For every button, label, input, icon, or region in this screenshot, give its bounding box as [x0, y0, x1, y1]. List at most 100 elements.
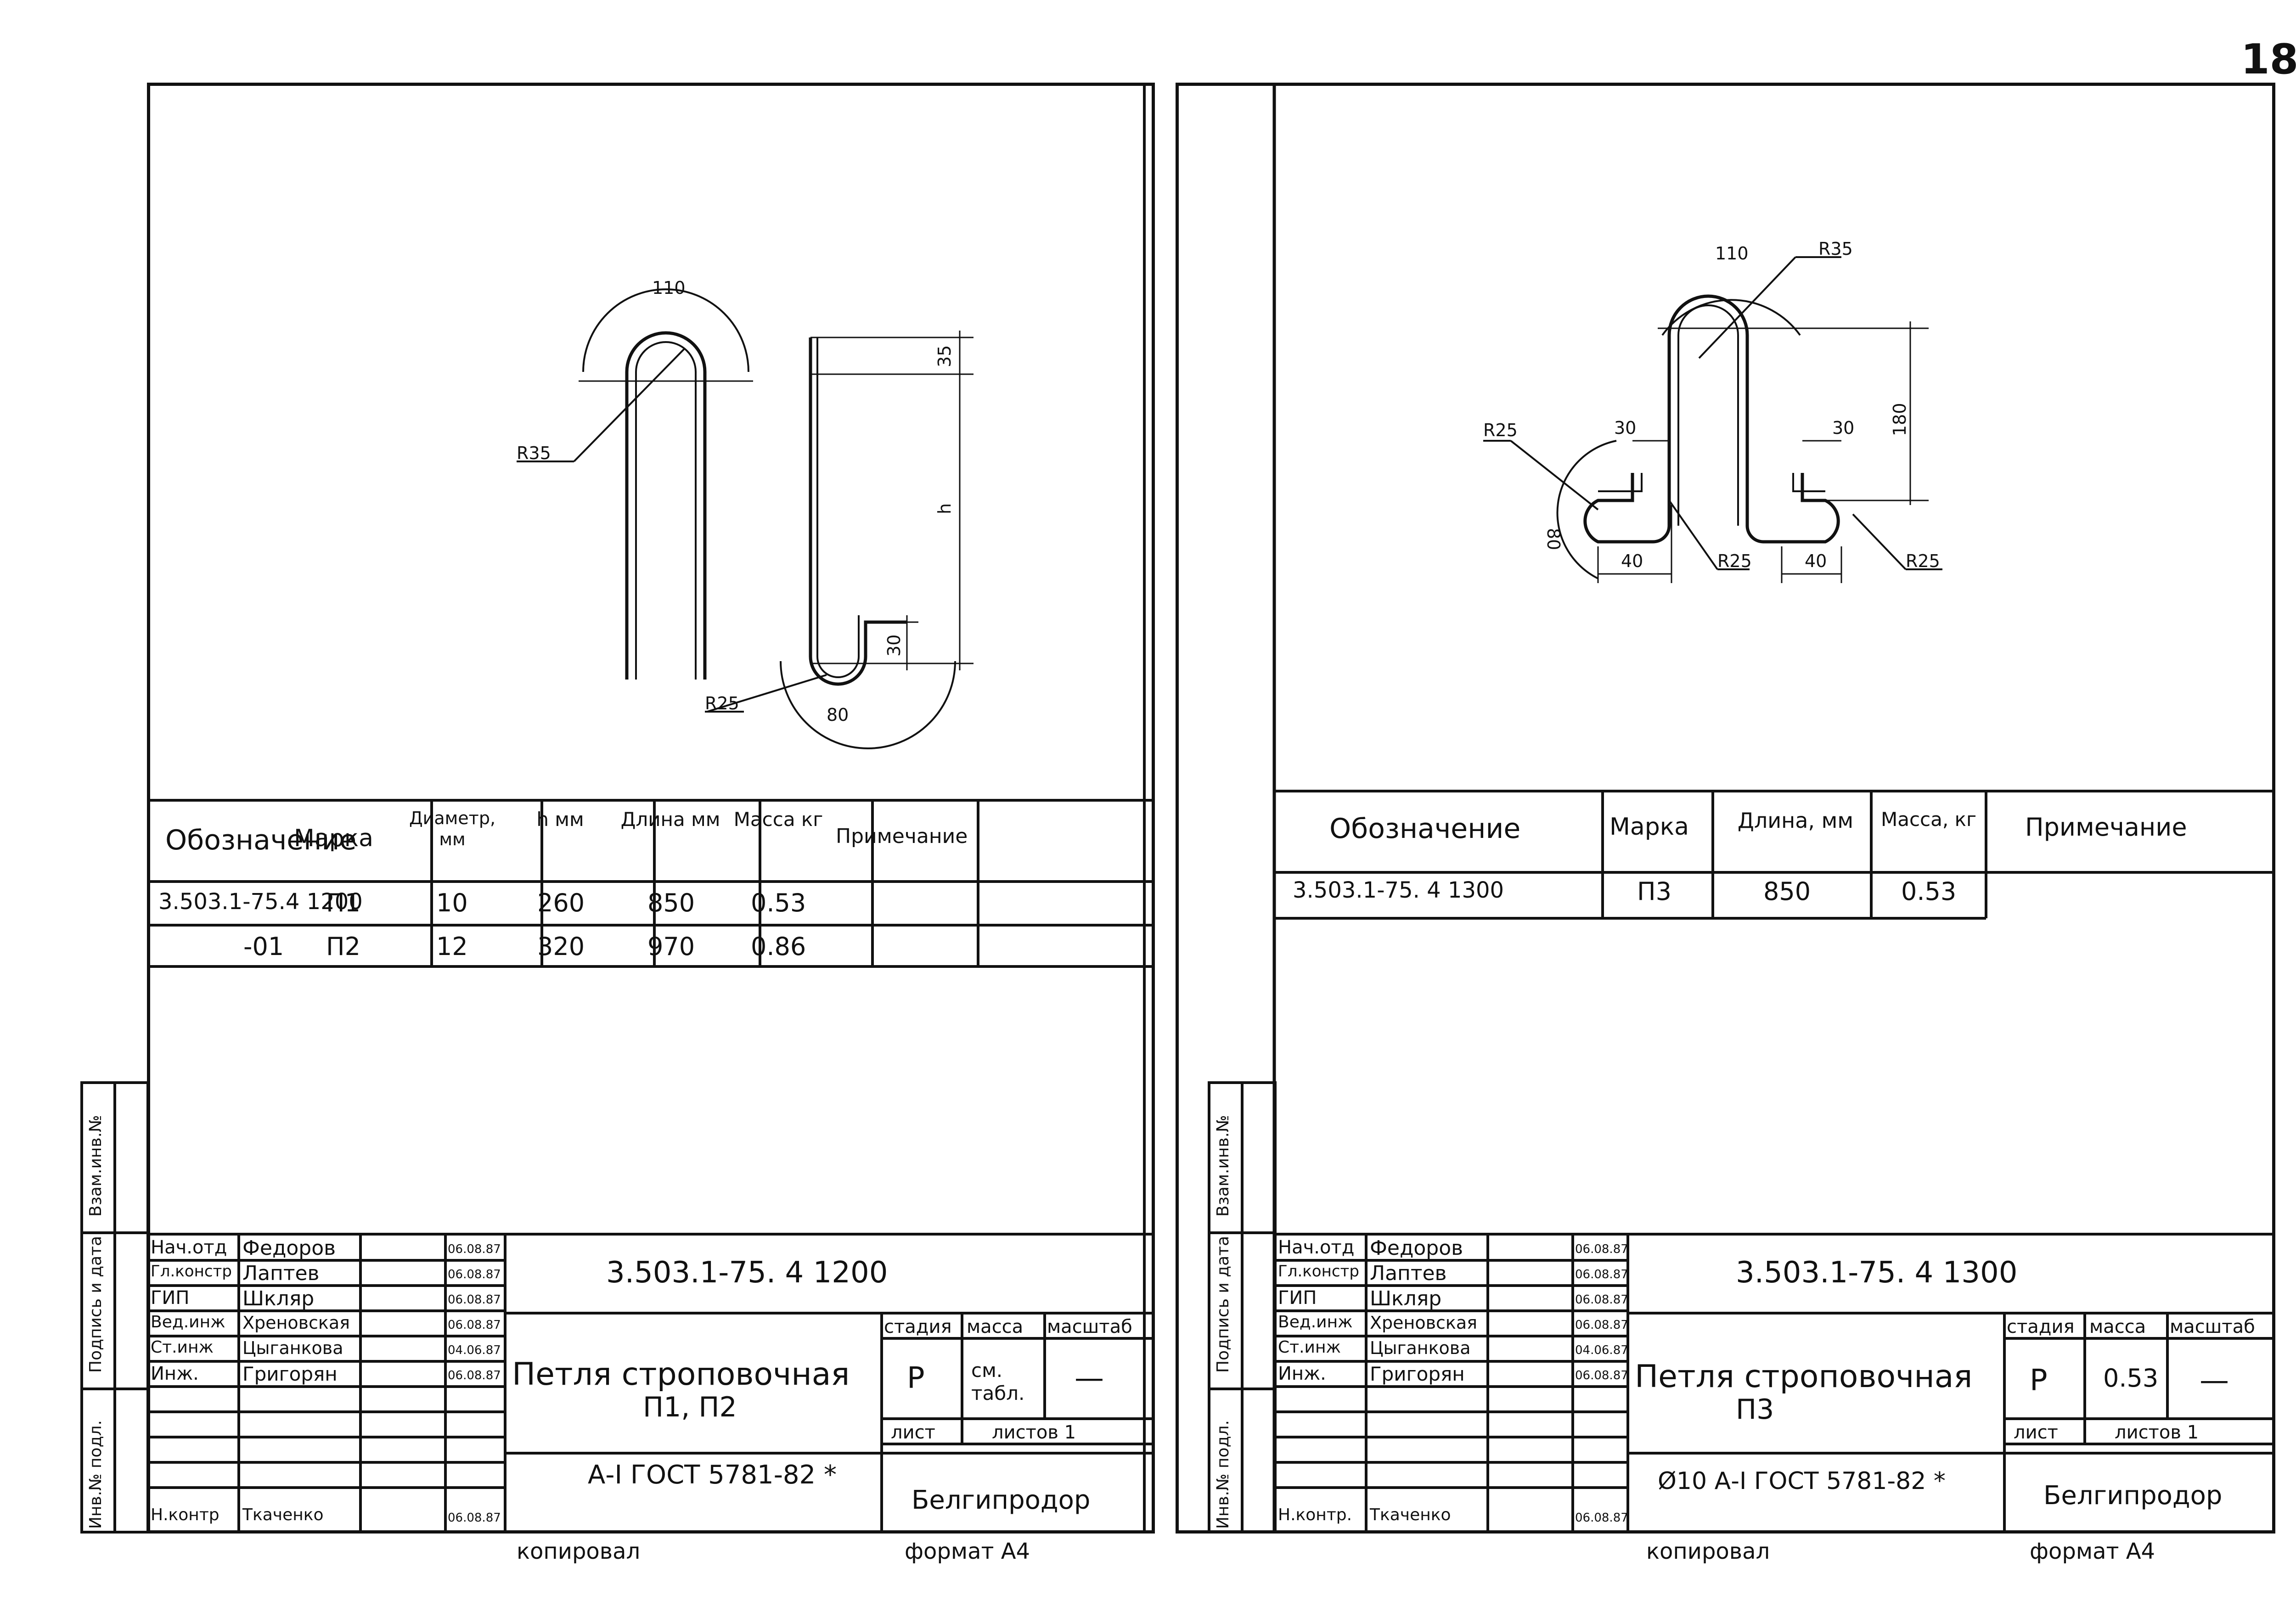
left-spec-row2-h: 320 [537, 932, 585, 961]
right-staff-name-4: Хреновская [1370, 1313, 1478, 1333]
left-spec-row1-h: 260 [537, 888, 585, 917]
left-spec-row2-mark: П2 [326, 932, 360, 961]
right-material: Ø10 А-I ГОСТ 5781-82 * [1658, 1467, 1946, 1495]
right-staff-date-2: 06.08.87 [1575, 1268, 1628, 1281]
left-spec-row1-length: 850 [647, 888, 695, 917]
left-sheets-header: листов 1 [992, 1422, 1076, 1443]
right-staff-name-7: Ткаченко [1370, 1506, 1451, 1524]
right-side-strip [1208, 1081, 1277, 1534]
right-mass-header: масса [2089, 1316, 2146, 1337]
right-scale-header: масштаб [2170, 1316, 2255, 1337]
right-side-label-inv: Инв.№ подл. [1214, 1420, 1232, 1529]
left-spec-row2-length: 970 [647, 932, 695, 961]
left-spec-header-h: h мм [536, 808, 584, 831]
left-spec-header-note: Примечание [836, 825, 968, 848]
right-spec-row1-length: 850 [1763, 877, 1811, 906]
right-spec-table [1274, 790, 2275, 921]
left-title-line1: Петля строповочная [512, 1356, 850, 1393]
right-sheets-header: листов 1 [2115, 1422, 2199, 1443]
left-side-label-inv: Инв.№ подл. [86, 1420, 105, 1529]
right-staff-role-6: Инж. [1278, 1363, 1326, 1384]
right-staff-role-3: ГИП [1278, 1287, 1317, 1309]
left-staff-role-2: Гл.констр [151, 1262, 232, 1281]
right-sheet-header: лист [2014, 1422, 2058, 1443]
right-spec-header-mass: Масса, кг [1880, 808, 1977, 831]
left-staff-name-6: Григорян [242, 1363, 338, 1385]
right-side-label-replace: Взам.инв.№ [1214, 1115, 1232, 1217]
left-scale-value: — [1075, 1361, 1104, 1395]
right-format: формат А4 [2030, 1539, 2155, 1564]
right-staff-date-5: 04.06.87 [1575, 1343, 1628, 1357]
left-staff-role-3: ГИП [151, 1287, 190, 1309]
left-title-block [147, 1233, 1155, 1534]
left-scale-header: масштаб [1047, 1316, 1132, 1337]
right-spec-row1-mark: П3 [1637, 877, 1671, 906]
right-staff-name-3: Шкляр [1370, 1287, 1442, 1310]
left-spec-header-diameter: Диаметр, мм [409, 808, 496, 849]
right-side-label-sign: Подпись и дата [1214, 1236, 1232, 1373]
right-spec-header-length: Длина, мм [1737, 808, 1854, 833]
left-material: А-I ГОСТ 5781-82 * [588, 1460, 837, 1490]
left-staff-date-1: 06.08.87 [448, 1242, 501, 1256]
right-spec-row1-mass: 0.53 [1901, 877, 1957, 906]
right-title-block [1274, 1233, 2275, 1534]
left-stage-header: стадия [884, 1316, 952, 1337]
left-staff-role-5: Ст.инж [151, 1338, 214, 1357]
right-spec-header-note: Примечание [2025, 813, 2187, 842]
left-staff-date-3: 06.08.87 [448, 1293, 501, 1307]
left-spec-row1-mark: П1 [326, 888, 360, 917]
right-staff-date-4: 06.08.87 [1575, 1318, 1628, 1332]
left-spec-table [147, 799, 1155, 969]
left-stage-value: Р [907, 1361, 925, 1395]
left-staff-role-1: Нач.отд [151, 1237, 227, 1258]
right-staff-name-6: Григорян [1370, 1363, 1465, 1385]
right-title-line2: П3 [1736, 1393, 1774, 1426]
right-staff-date-3: 06.08.87 [1575, 1293, 1628, 1307]
left-copied: копировал [517, 1539, 641, 1564]
left-spec-row2-diameter: 12 [436, 932, 468, 961]
left-staff-name-5: Цыганкова [242, 1338, 343, 1358]
left-spec-row2-mass: 0.86 [751, 932, 806, 961]
right-staff-name-1: Федоров [1370, 1236, 1463, 1260]
right-copied: копировал [1646, 1539, 1770, 1564]
left-spec-header-mark: Марка [294, 825, 374, 852]
right-staff-role-1: Нач.отд [1278, 1237, 1355, 1258]
right-org: Белгипродор [2043, 1481, 2223, 1511]
right-staff-name-5: Цыганкова [1370, 1338, 1471, 1358]
right-staff-role-2: Гл.констр [1278, 1262, 1359, 1281]
left-staff-name-2: Лаптев [242, 1262, 320, 1285]
left-staff-date-2: 06.08.87 [448, 1268, 501, 1281]
right-doc-code: 3.503.1-75. 4 1300 [1736, 1256, 2018, 1290]
right-sheet-frame [1176, 83, 2275, 1534]
left-staff-name-4: Хреновская [242, 1313, 350, 1333]
right-spec-header-mark: Марка [1609, 813, 1689, 841]
left-staff-name-1: Федоров [242, 1236, 336, 1260]
left-staff-role-4: Вед.инж [151, 1313, 225, 1331]
right-staff-role-7: Н.контр. [1278, 1506, 1352, 1524]
left-staff-date-5: 04.06.87 [448, 1343, 501, 1357]
left-format: формат А4 [905, 1539, 1030, 1564]
right-staff-date-6: 06.08.87 [1575, 1369, 1628, 1382]
right-staff-date-7: 06.08.87 [1575, 1511, 1628, 1525]
left-staff-date-6: 06.08.87 [448, 1369, 501, 1382]
left-staff-date-4: 06.08.87 [448, 1318, 501, 1332]
right-staff-role-4: Вед.инж [1278, 1313, 1353, 1331]
left-mass-value: см. табл. [971, 1359, 1025, 1405]
right-stage-header: стадия [2007, 1316, 2075, 1337]
left-spec-row1-mass: 0.53 [751, 888, 806, 917]
left-side-strip [80, 1081, 149, 1534]
right-staff-role-5: Ст.инж [1278, 1338, 1341, 1357]
left-spec-header-designation: Обозначение [165, 824, 357, 856]
left-title-line2: П1, П2 [643, 1391, 737, 1423]
right-stage-value: Р [2030, 1364, 2048, 1398]
left-spec-header-length: Длина мм [620, 808, 720, 831]
left-spec-header-mass: Масса кг [733, 808, 823, 831]
right-spec-row1-designation: 3.503.1-75. 4 1300 [1293, 877, 1504, 903]
left-staff-date-7: 06.08.87 [448, 1511, 501, 1525]
right-spec-header-designation: Обозначение [1329, 813, 1521, 845]
left-doc-code: 3.503.1-75. 4 1200 [606, 1256, 888, 1290]
left-sheet-frame [147, 83, 1155, 1534]
left-spec-row1-diameter: 10 [436, 888, 468, 917]
left-side-label-sign: Подпись и дата [86, 1236, 105, 1373]
left-mass-header: масса [967, 1316, 1024, 1337]
